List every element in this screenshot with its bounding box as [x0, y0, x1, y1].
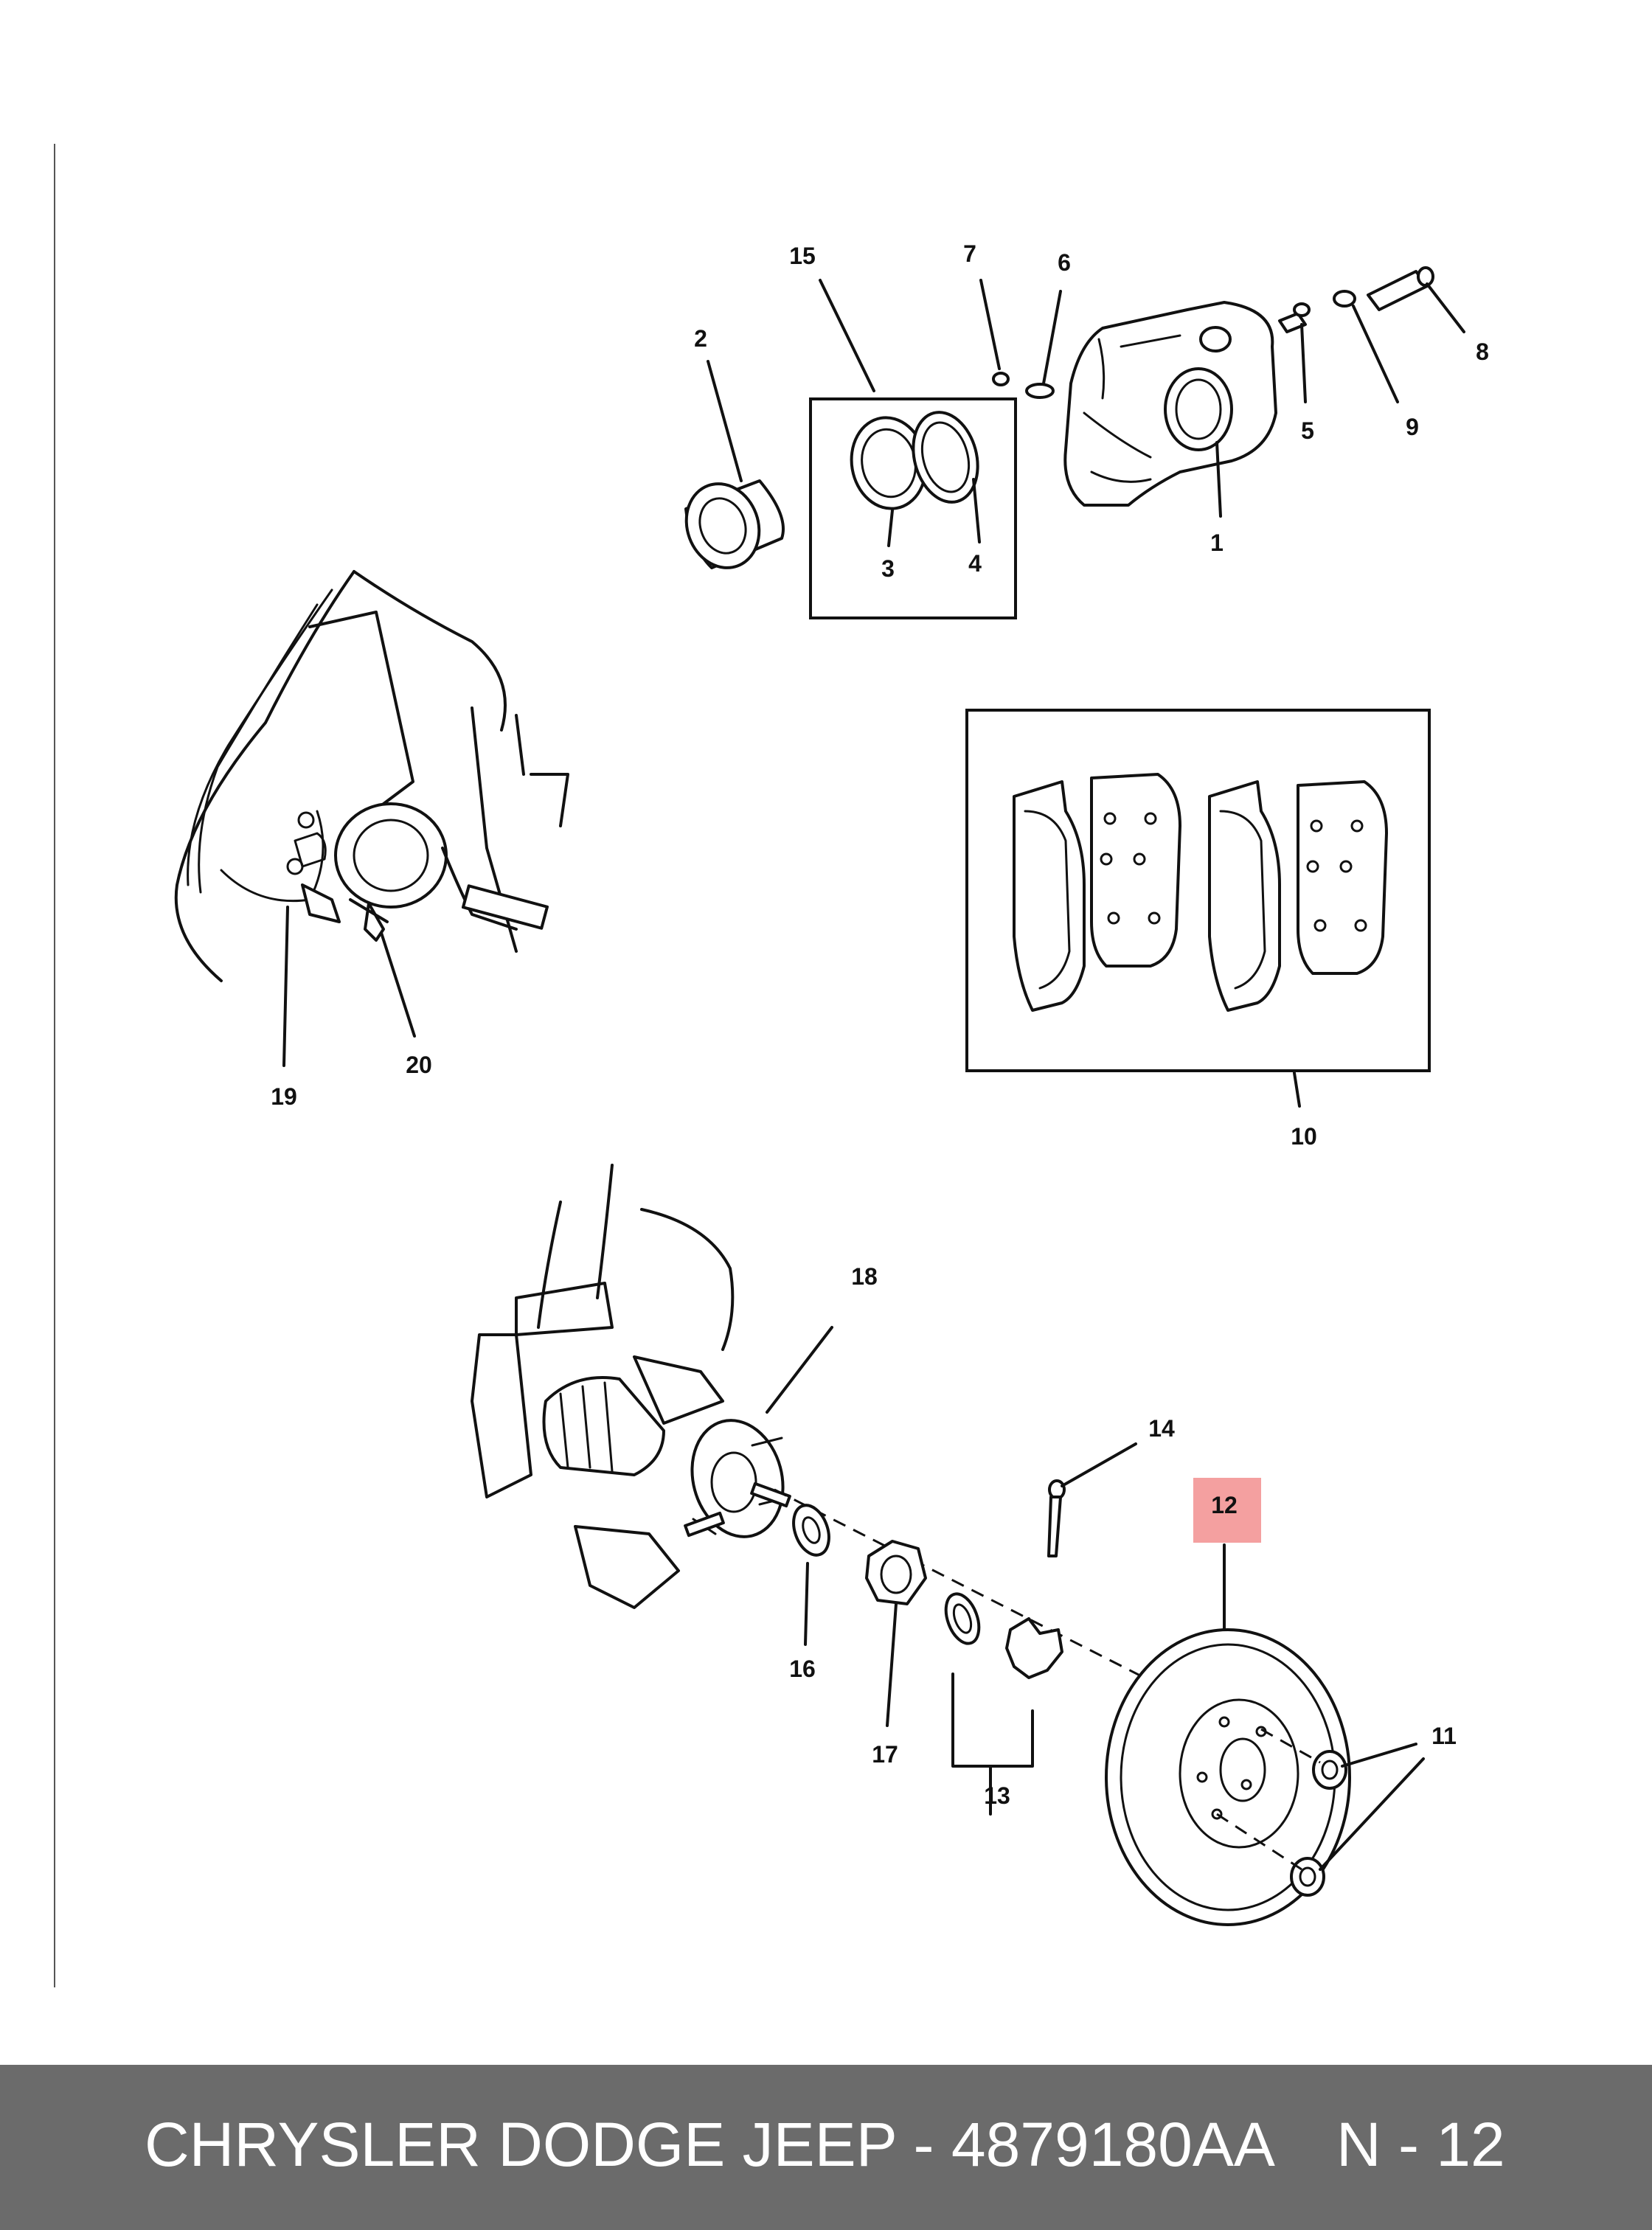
callout-12: 12 [1211, 1492, 1238, 1518]
brake-rotor-part [1105, 1628, 1351, 1926]
washer-part [792, 1504, 830, 1557]
callout-20: 20 [406, 1052, 432, 1078]
callout-1: 1 [1210, 529, 1224, 556]
footer-part-title: CHRYSLER DODGE JEEP - 4879180AA [145, 2110, 1275, 2179]
callout-10: 10 [1291, 1123, 1317, 1150]
callout-19: 19 [271, 1083, 297, 1110]
callout-4: 4 [968, 550, 982, 577]
callout-2: 2 [694, 325, 707, 352]
caliper-housing-part [1063, 301, 1277, 507]
bleeder-cap-part [992, 372, 1055, 399]
callout-17: 17 [872, 1741, 898, 1768]
hub-nut-part [865, 1540, 927, 1605]
nut-lock-part [944, 1592, 1063, 1679]
footer-page-number: N - 12 [1336, 2110, 1505, 2179]
callout-14: 14 [1148, 1415, 1175, 1442]
footer-bar: CHRYSLER DODGE JEEP - 4879180AA N - 12 [0, 2065, 1652, 2230]
callout-5: 5 [1301, 417, 1314, 444]
callout-13: 13 [984, 1782, 1010, 1809]
cotter-pin-part [1047, 1479, 1066, 1557]
piston-part [684, 479, 785, 569]
callout-7: 7 [963, 240, 976, 267]
callout-3: 3 [881, 555, 895, 582]
knuckle-sensor-illustration [174, 570, 569, 982]
callout-6: 6 [1058, 249, 1071, 276]
guide-pin-part [1278, 302, 1311, 333]
callout-8: 8 [1476, 338, 1489, 365]
callout-11: 11 [1431, 1723, 1457, 1749]
callout-16: 16 [789, 1656, 816, 1682]
highlight-box-12 [1193, 1478, 1261, 1543]
callout-18: 18 [851, 1263, 878, 1290]
hub-knuckle-illustration [471, 1164, 791, 1609]
brake-pad-set [1013, 773, 1388, 1012]
parts-diagram: 15 7 6 2 8 5 9 1 3 4 19 20 [54, 144, 1489, 1987]
seal-kit-box [809, 397, 1017, 619]
callout-15: 15 [789, 243, 816, 269]
bushing-part [1333, 290, 1356, 308]
boot-part [912, 411, 979, 504]
bolt-part [1367, 266, 1434, 311]
brake-pad-kit-box [965, 709, 1431, 1072]
callout-9: 9 [1406, 414, 1419, 440]
